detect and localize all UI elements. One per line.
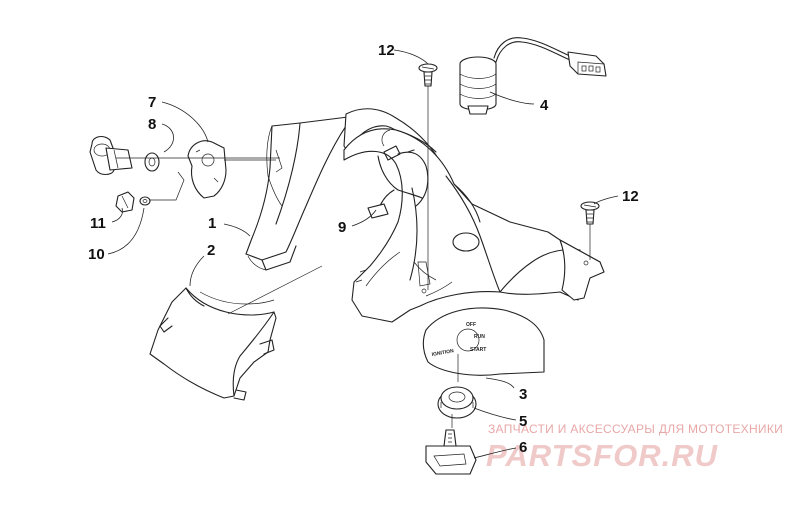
callout-labels: 1 2 3 4 5 6 7 8 9 10 11 12 12 [88,42,639,456]
part-screw-right [580,201,600,225]
callout-7: 7 [148,94,156,111]
part-cap [115,191,135,213]
callout-10: 10 [88,246,105,263]
callout-11: 11 [90,215,106,232]
callout-9: 9 [338,219,346,236]
part-screw-upper [418,63,438,87]
switch-label-ignition: IGNITION [431,348,454,358]
callout-2: 2 [207,242,215,259]
watermark-tagline: ЗАПЧАСТИ И АКСЕССУАРЫ ДЛЯ МОТОТЕХНИКИ [488,422,783,436]
callout-1: 1 [208,215,216,232]
callout-4: 4 [540,97,549,114]
part-switch-bezel [89,135,160,176]
callout-8: 8 [148,116,156,133]
switch-label-run: RUN [474,334,485,340]
callout-12-upper: 12 [378,42,395,59]
callout-12-right: 12 [622,188,639,205]
switch-label-start: START [470,347,486,353]
leader-lines [107,49,619,459]
wiring-harness [367,129,429,219]
watermark-brand: PARTSFOR.RU [486,438,719,473]
callout-6: 6 [519,439,527,456]
watermark: ЗАПЧАСТИ И АКСЕССУАРЫ ДЛЯ МОТОТЕХНИКИ PA… [486,422,783,473]
part-gasket [187,140,227,199]
assembly-lines [116,80,591,428]
callout-3: 3 [519,386,527,403]
part-lower-cover [149,287,277,401]
part-console-housing [245,108,605,323]
part-switch-plate: OFF RUN START IGNITION [422,307,545,376]
switch-label-off: OFF [466,322,476,328]
part-ignition-key [425,429,477,475]
part-washer [139,196,151,206]
part-nut [437,386,477,419]
part-harness-connector [459,37,607,115]
callout-5: 5 [519,413,527,430]
